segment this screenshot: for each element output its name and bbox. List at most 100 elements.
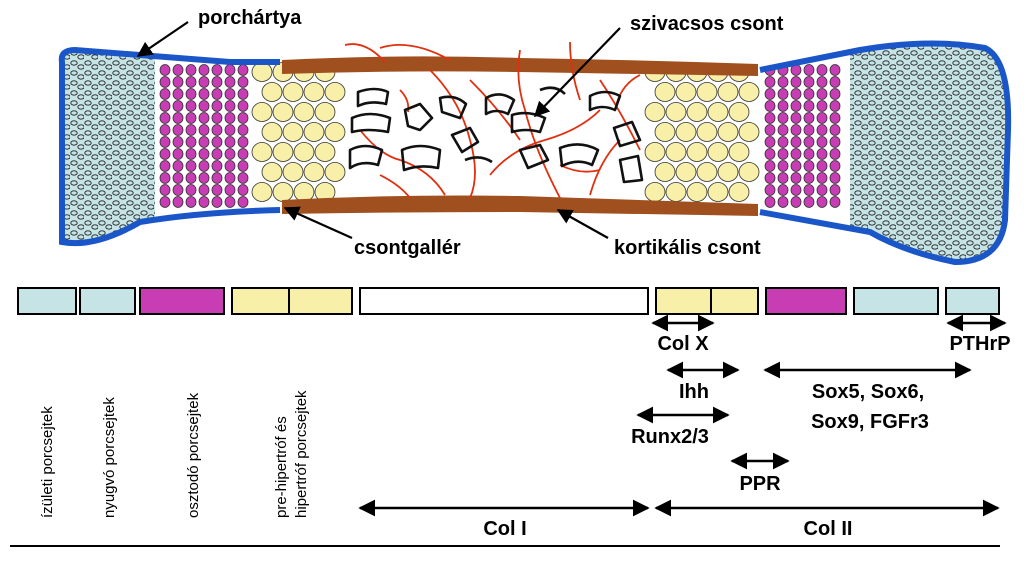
gene-ihh: Ihh: [679, 381, 709, 403]
proliferating-cell: [816, 100, 828, 112]
proliferating-cell: [777, 100, 789, 112]
proliferating-cell: [764, 124, 776, 136]
zone-proliferating-right: [765, 287, 847, 315]
proliferating-cell: [159, 136, 171, 148]
proliferating-cell: [198, 76, 210, 88]
hypertrophic-cell: [696, 82, 718, 102]
hypertrophic-cell: [272, 142, 294, 162]
zone-label-articular: ízületi porcsejtek: [39, 406, 56, 518]
gene-ppr: PPR: [739, 473, 781, 495]
bone-body: porchártya szivacsos csont csontgallér k…: [58, 7, 1012, 266]
proliferating-cell: [185, 112, 197, 124]
proliferating-cell: [237, 184, 249, 196]
hypertrophic-cell: [272, 102, 294, 122]
proliferating-cell: [198, 160, 210, 172]
zone-label-proliferating: osztodó porcsejtek: [185, 392, 202, 518]
hypertrophic-cell: [282, 162, 304, 182]
hypertrophic-cell: [686, 102, 708, 122]
proliferating-cell: [198, 124, 210, 136]
trabeculae: [348, 86, 644, 184]
proliferating-cell: [172, 184, 184, 196]
proliferating-cell: [764, 136, 776, 148]
proliferating-cell: [237, 76, 249, 88]
hypertrophic-cell: [644, 102, 666, 122]
zone-bone: [359, 287, 649, 315]
hypertrophic-cell: [324, 122, 346, 142]
label-kortikalis-csont: kortikális csont: [614, 237, 761, 259]
zone-label-prehypertrophic: pre-hipertróf és: [273, 416, 290, 518]
gene-runx: Runx2/3: [631, 426, 709, 448]
zone-articular-right: [945, 287, 1000, 315]
proliferating-cell: [185, 100, 197, 112]
hypertrophic-cell: [251, 62, 273, 82]
proliferating-cell: [777, 112, 789, 124]
proliferating-cell: [172, 112, 184, 124]
hypertrophic-cell: [686, 142, 708, 162]
callout-arrows: [136, 21, 621, 240]
hypertrophic-cell: [293, 142, 315, 162]
proliferating-cell: [198, 100, 210, 112]
proliferating-cell: [790, 172, 802, 184]
proliferating-cell: [224, 148, 236, 160]
right-proliferating-zone: [764, 64, 841, 208]
proliferating-cell: [829, 160, 841, 172]
proliferating-cell: [172, 100, 184, 112]
proliferating-cell: [777, 172, 789, 184]
proliferating-cell: [777, 124, 789, 136]
proliferating-cell: [172, 136, 184, 148]
proliferating-cell: [803, 184, 815, 196]
proliferating-cell: [816, 184, 828, 196]
proliferating-cell: [803, 112, 815, 124]
zone-prehypertrophic: [231, 287, 290, 315]
proliferating-cell: [237, 196, 249, 208]
hypertrophic-cell: [728, 102, 750, 122]
proliferating-cell: [159, 124, 171, 136]
proliferating-cell: [211, 160, 223, 172]
proliferating-cell: [790, 196, 802, 208]
proliferating-cell: [764, 112, 776, 124]
proliferating-cell: [790, 124, 802, 136]
proliferating-cell: [211, 64, 223, 76]
zone-bar: [17, 287, 1000, 315]
proliferating-cell: [185, 136, 197, 148]
proliferating-cell: [764, 88, 776, 100]
proliferating-cell: [211, 148, 223, 160]
proliferating-cell: [185, 148, 197, 160]
hypertrophic-cell: [665, 102, 687, 122]
gene-sox-line1: Sox5, Sox6,: [812, 381, 924, 403]
hypertrophic-cell: [665, 182, 687, 202]
label-porchartya: porchártya: [198, 7, 302, 29]
proliferating-cell: [198, 88, 210, 100]
gene-labels: Col X PTHrP Ihh Sox5, Sox6, Sox9, FGFr3 …: [483, 333, 1010, 540]
proliferating-cell: [198, 64, 210, 76]
proliferating-cell: [816, 196, 828, 208]
proliferating-cell: [159, 76, 171, 88]
left-proliferating-zone: [159, 64, 249, 208]
proliferating-cell: [211, 88, 223, 100]
perichondrium-right: [759, 40, 1012, 266]
hypertrophic-cell: [686, 182, 708, 202]
hypertrophic-cell: [717, 122, 739, 142]
proliferating-cell: [803, 160, 815, 172]
proliferating-cell: [803, 124, 815, 136]
hypertrophic-cell: [251, 182, 273, 202]
hypertrophic-cell: [675, 162, 697, 182]
hypertrophic-cell: [738, 162, 760, 182]
proliferating-cell: [764, 184, 776, 196]
zone-resting: [79, 287, 136, 315]
hypertrophic-cell: [738, 122, 760, 142]
proliferating-cell: [816, 124, 828, 136]
proliferating-cell: [159, 100, 171, 112]
hypertrophic-cell: [314, 142, 336, 162]
zone-articular: [17, 287, 77, 315]
proliferating-cell: [790, 100, 802, 112]
bone-collar-bottom: [282, 195, 758, 216]
hypertrophic-cell: [675, 122, 697, 142]
proliferating-cell: [790, 88, 802, 100]
proliferating-cell: [777, 148, 789, 160]
proliferating-cell: [777, 136, 789, 148]
proliferating-cell: [777, 76, 789, 88]
proliferating-cell: [790, 76, 802, 88]
proliferating-cell: [816, 64, 828, 76]
hypertrophic-cell: [251, 142, 273, 162]
